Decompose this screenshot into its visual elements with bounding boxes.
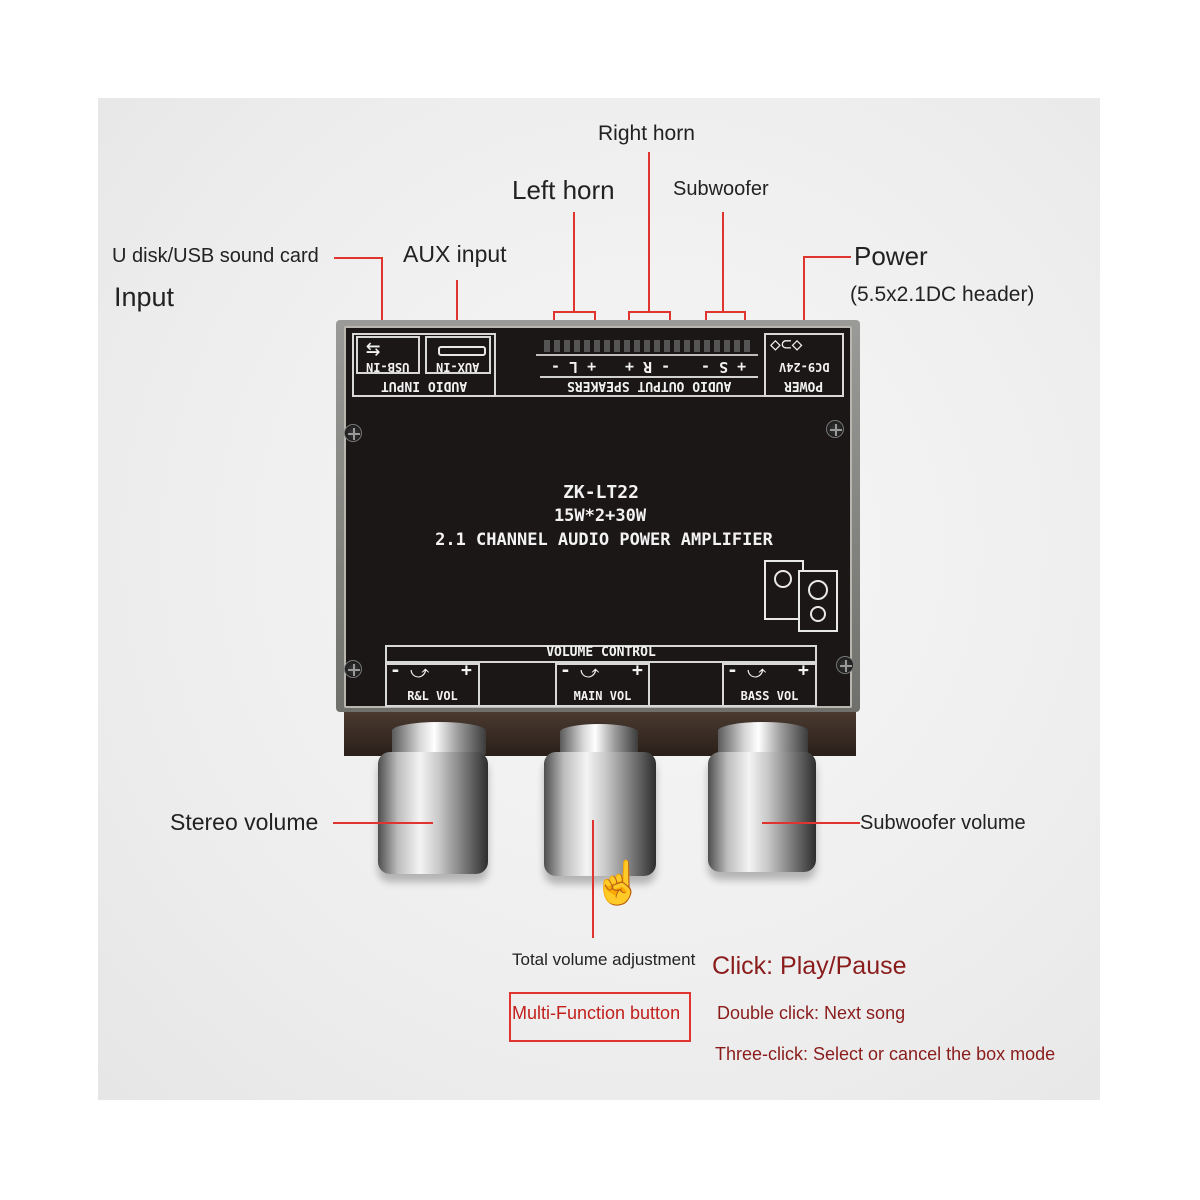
callout-sub-v [722, 212, 724, 312]
label-total-volume: Total volume adjustment [512, 950, 696, 969]
callout-usb-v [381, 257, 383, 325]
board-description: 2.1 CHANNEL AUDIO POWER AMPLIFIER [435, 530, 773, 550]
label-power: Power [854, 241, 928, 271]
main-vol-label: MAIN VOL [573, 689, 632, 703]
bass-vol-label: BASS VOL [740, 689, 799, 703]
model-name: ZK-LT22 [563, 482, 639, 503]
terminal-block [536, 336, 758, 356]
label-input: Input [114, 282, 175, 312]
audio-input-label: AUDIO INPUT [380, 378, 468, 393]
multi-function-box [509, 992, 691, 1042]
callout-power-v [803, 256, 805, 326]
note-three-click: Three-click: Select or cancel the box mo… [715, 1044, 1056, 1064]
callout-stereo-h [333, 822, 433, 824]
volume-control-label: VOLUME CONTROL [385, 645, 817, 663]
label-subwoofer-volume: Subwoofer volume [860, 812, 1026, 834]
rl-vol-label: R&L VOL [407, 689, 458, 703]
main-volume-knob[interactable] [544, 752, 656, 876]
callout-power-h [803, 256, 851, 258]
label-multi-function: Multi-Function button [512, 1003, 681, 1023]
note-click: Click: Play/Pause [712, 952, 907, 980]
hand-pointer-icon: ☝ [592, 859, 645, 906]
callout-left-v [573, 212, 575, 312]
bass-vol-plus: + [798, 660, 809, 681]
power-voltage-label: DC9-24V [778, 360, 830, 374]
terminal-divider [540, 376, 758, 378]
usb-icon: ⇆ [366, 334, 381, 362]
connector-strip [352, 333, 844, 397]
aux-port-box [425, 336, 491, 374]
bass-vol-arrow: ⤻ [747, 662, 767, 683]
power-block [764, 333, 844, 397]
callout-aux-v [456, 280, 458, 325]
label-stereo-volume: Stereo volume [170, 809, 319, 835]
callout-usb-h [334, 257, 382, 259]
note-double-click: Double click: Next song [717, 1003, 906, 1023]
callout-right-bracket-h [628, 311, 670, 313]
aux-in-label: AUX-IN [436, 360, 480, 374]
label-right-horn: Right horn [598, 122, 695, 145]
label-left-horn: Left horn [512, 175, 615, 205]
power-rating: 15W*2+30W [553, 506, 647, 526]
usb-port-box [356, 336, 420, 374]
rl-vol-arrow: ⤻ [410, 662, 430, 683]
rl-vol-minus: - [390, 660, 401, 681]
power-label: POWER [784, 378, 824, 393]
callout-sub-bracket-h [705, 311, 745, 313]
screw-bottom-left [344, 660, 362, 678]
rl-vol-plus: + [461, 660, 472, 681]
callout-main-v [592, 820, 594, 938]
audio-output-label: AUDIO OUTPUT SPEAKERS [566, 378, 732, 393]
bass-vol-minus: - [727, 660, 738, 681]
main-vol-plus: + [632, 660, 643, 681]
label-subwoofer: Subwoofer [673, 178, 769, 200]
callout-left-bracket-h [553, 311, 595, 313]
terminal-s: + S - [701, 358, 747, 376]
stereo-volume-knob[interactable] [378, 752, 488, 874]
callout-right-v [648, 152, 650, 312]
label-power-sub: (5.5x2.1DC header) [850, 283, 1035, 306]
main-vol-box [555, 663, 650, 707]
screw-bottom-right [836, 656, 854, 674]
rl-vol-box [385, 663, 480, 707]
terminal-l: + L - [551, 358, 597, 376]
main-vol-arrow: ⤻ [580, 662, 600, 683]
label-usb-input: U disk/USB sound card [112, 245, 319, 267]
bass-vol-box [722, 663, 817, 707]
label-aux-input: AUX input [403, 241, 507, 267]
dc-jack-icon: ◇⊂◇ [770, 334, 803, 355]
terminal-r: - R + [625, 358, 671, 376]
subwoofer-volume-knob[interactable] [708, 752, 816, 872]
callout-subwoofer-h [762, 822, 860, 824]
screw-top-right [826, 420, 844, 438]
speaker-icon [764, 560, 840, 632]
main-vol-minus: - [560, 660, 571, 681]
screw-top-left [344, 424, 362, 442]
aux-plug-icon [438, 346, 486, 356]
amplifier-faceplate [344, 326, 852, 708]
audio-input-block [352, 333, 496, 397]
usb-in-label: USB-IN [366, 360, 410, 374]
